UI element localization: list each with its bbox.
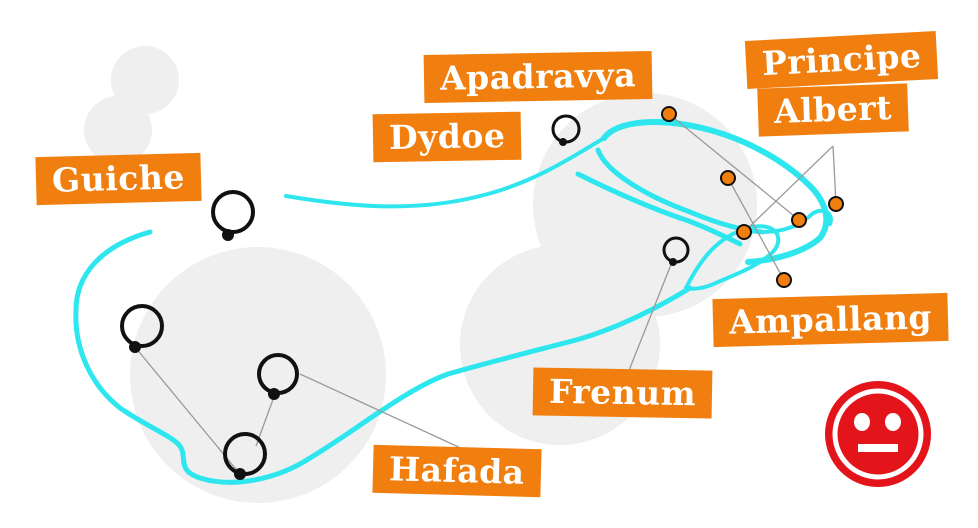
bg-circle — [84, 96, 152, 164]
ring-piercing-icon — [662, 236, 690, 266]
stud-piercing-icon — [736, 224, 752, 240]
label-apadravya: Apadravya — [423, 51, 653, 103]
stud-piercing-icon — [720, 170, 736, 186]
ring-piercing-icon — [551, 114, 581, 146]
connector-hafada-3 — [299, 373, 466, 451]
outline-top-side — [284, 136, 606, 209]
stud-piercing-icon — [791, 212, 807, 228]
outline-glans-rim — [575, 171, 743, 247]
stud-piercing-icon — [828, 196, 844, 212]
label-albert: Albert — [757, 83, 909, 137]
outline-tip — [760, 208, 833, 234]
label-guiche: Guiche — [35, 152, 202, 206]
body-outline — [73, 119, 833, 485]
label-hafada: Hafada — [372, 444, 542, 498]
bg-circle — [111, 46, 179, 114]
ring-piercing-icon — [211, 190, 255, 241]
outline-frenum-loop — [684, 224, 781, 291]
neutral-face-icon — [825, 381, 931, 487]
ring-piercing-icon — [120, 304, 164, 353]
stud-piercing-icon — [661, 106, 677, 122]
connector-ampallang — [727, 177, 785, 281]
connector-frenum — [627, 261, 673, 374]
connector-lines — [134, 113, 837, 475]
connector-albert-2 — [832, 145, 837, 205]
outline-left-side — [73, 229, 693, 485]
ring-piercings — [120, 114, 690, 480]
label-ampallang: Ampallang — [712, 292, 949, 348]
connector-albert-1 — [743, 145, 834, 233]
stud-piercings — [661, 106, 844, 288]
ring-piercing-icon — [257, 353, 299, 400]
ring-piercing-icon — [223, 432, 267, 480]
label-frenum: Frenum — [532, 367, 713, 419]
connector-hafada-1 — [134, 346, 241, 475]
label-principe: Principe — [744, 31, 939, 89]
outline-glans-top — [601, 119, 830, 265]
connector-apadravya — [668, 113, 800, 221]
label-dydoe: Dydoe — [372, 111, 522, 163]
stud-piercing-icon — [776, 272, 792, 288]
